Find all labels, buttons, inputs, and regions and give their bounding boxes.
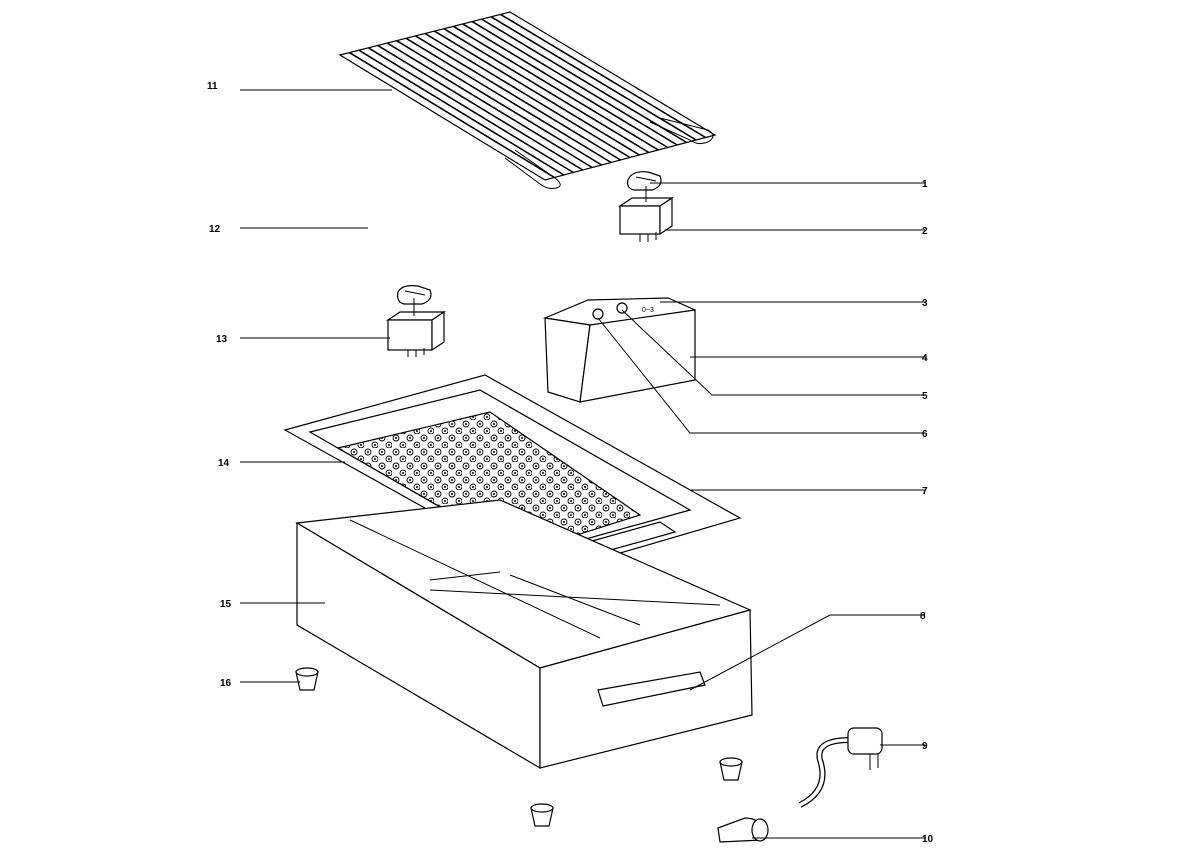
callout-14: 14: [218, 458, 230, 469]
grate-bar: [443, 28, 650, 154]
grate-bar: [462, 23, 669, 149]
callout-2: 2: [922, 226, 928, 237]
callout-13: 13: [216, 334, 228, 345]
callout-1: 1: [922, 179, 928, 190]
grate-bar: [396, 39, 603, 166]
grate-bar: [377, 44, 584, 171]
grate-bar: [471, 20, 678, 146]
grate-bar: [500, 13, 706, 139]
power-cord: [798, 727, 883, 808]
grate-bar: [490, 16, 697, 141]
grate-bar: [481, 18, 688, 144]
callout-4: 4: [922, 353, 928, 364]
grate-bar: [415, 35, 621, 161]
housing-base: [295, 499, 753, 770]
grate-bar: [424, 32, 631, 159]
drip-tray: [283, 374, 742, 576]
rubber-foot: [719, 757, 743, 781]
control-box-marking: 0~3: [642, 307, 654, 314]
grate-bar: [349, 51, 555, 179]
thermostat-left: [386, 298, 446, 357]
grate-bar: [434, 30, 640, 156]
grate-bar: [405, 37, 612, 164]
grate-bar: [358, 49, 565, 176]
callout-16: 16: [220, 678, 232, 689]
control-knob-left: [397, 285, 432, 305]
callout-5: 5: [922, 391, 928, 402]
cord-connector: [717, 817, 769, 843]
callout-6: 6: [922, 429, 928, 440]
callout-15: 15: [220, 599, 232, 610]
rubber-foot: [530, 803, 554, 827]
rubber-foot: [295, 667, 319, 691]
callout-11: 11: [207, 81, 218, 92]
callout-3: 3: [922, 298, 928, 309]
grill-grate: [338, 11, 717, 189]
control-box: 0~3: [542, 297, 697, 403]
control-knob-right: [627, 171, 662, 191]
grate-bar: [452, 25, 659, 151]
callout-7: 7: [922, 486, 928, 497]
thermostat-right: [618, 186, 674, 242]
leader-lines: [240, 89, 925, 839]
callout-12: 12: [209, 224, 221, 235]
callout-10: 10: [922, 834, 934, 845]
heating-element: [368, 184, 630, 305]
grate-bar: [386, 42, 593, 169]
callout-8: 8: [920, 611, 926, 622]
grate-bar: [367, 47, 574, 174]
callout-labels: 11 12 13 14 15 16 1 2 3 4 5 6 7 8 9 10: [207, 81, 934, 845]
callout-9: 9: [922, 741, 928, 752]
